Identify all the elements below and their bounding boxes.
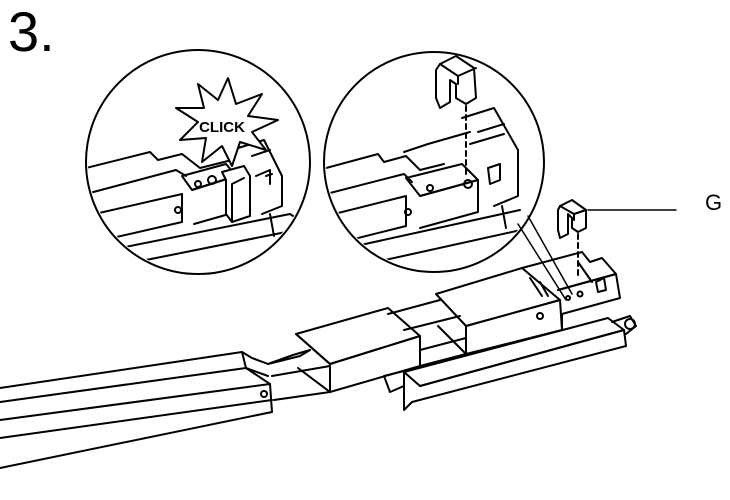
step-number: 3.	[8, 0, 55, 63]
clip-part-g	[557, 199, 677, 279]
click-burst-icon: CLICK	[175, 77, 279, 167]
click-callout: CLICK	[199, 119, 245, 136]
magnifier-pointer	[517, 223, 567, 301]
rail-assembly	[0, 251, 637, 469]
detail-circle-left: CLICK	[85, 49, 311, 275]
part-label-g: G	[705, 190, 723, 215]
clip-part-icon	[435, 55, 477, 109]
detail-circle-right	[323, 51, 545, 273]
